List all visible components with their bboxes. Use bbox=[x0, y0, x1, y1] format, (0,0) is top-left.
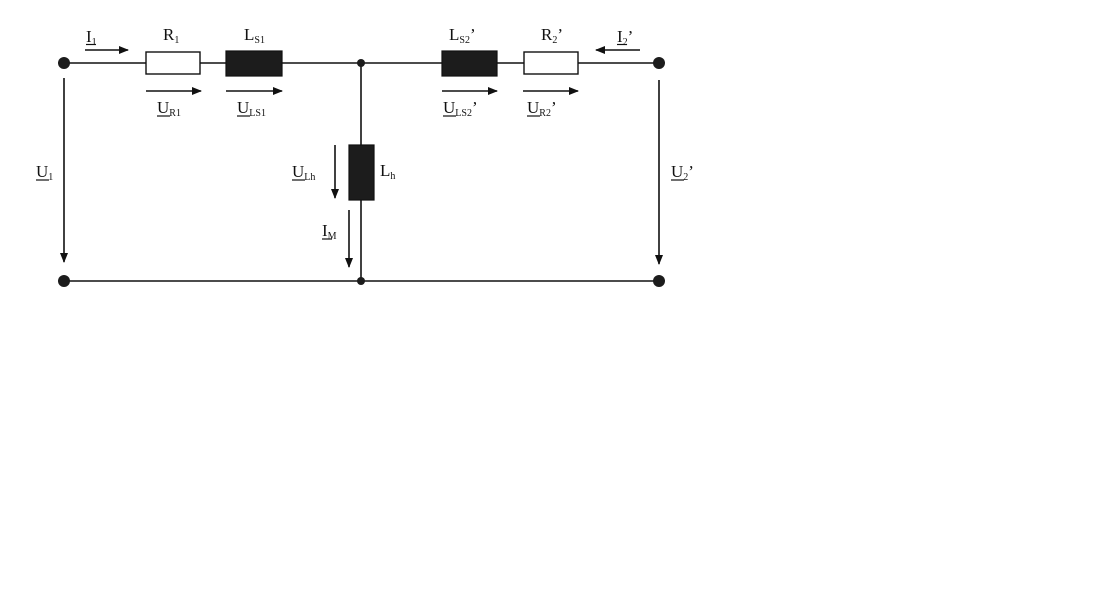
inductor-ls2 bbox=[441, 50, 498, 77]
svg-text:ULS1: ULS1 bbox=[237, 98, 266, 119]
label-ULS2: ULS2’ bbox=[443, 98, 478, 119]
svg-text:ULS2’: ULS2’ bbox=[443, 98, 478, 119]
label-R2: R2’ bbox=[541, 25, 563, 46]
label-U1: U1 bbox=[36, 162, 53, 183]
svg-text:R2’: R2’ bbox=[541, 25, 563, 46]
label-UR1: UR1 bbox=[157, 98, 181, 119]
label-I2: I2’ bbox=[617, 27, 633, 48]
label-I1: I1 bbox=[86, 27, 97, 48]
svg-text:Lh: Lh bbox=[380, 161, 395, 182]
label-Lh: Lh bbox=[380, 161, 395, 182]
arrows bbox=[60, 46, 663, 268]
svg-text:UR1: UR1 bbox=[157, 98, 181, 119]
svg-text:LS2’: LS2’ bbox=[449, 25, 476, 46]
node-bottom-left bbox=[58, 275, 70, 287]
label-R1: R1 bbox=[163, 25, 179, 46]
inductor-ls1 bbox=[225, 50, 283, 77]
node-top-right bbox=[653, 57, 665, 69]
svg-text:LS1: LS1 bbox=[244, 25, 265, 46]
label-ULh: ULh bbox=[292, 162, 315, 183]
svg-text:R1: R1 bbox=[163, 25, 179, 46]
node-bottom-middle bbox=[357, 277, 365, 285]
label-IM: IM bbox=[322, 221, 337, 242]
resistor-r1 bbox=[145, 51, 201, 75]
svg-text:U2’: U2’ bbox=[671, 162, 694, 183]
label-U2: U2’ bbox=[671, 162, 694, 183]
inductor-lh bbox=[348, 144, 375, 201]
node-bottom-right bbox=[653, 275, 665, 287]
svg-text:U1: U1 bbox=[36, 162, 53, 183]
label-LS1: LS1 bbox=[244, 25, 265, 46]
svg-text:ULh: ULh bbox=[292, 162, 315, 183]
resistor-r2 bbox=[523, 51, 579, 75]
label-ULS1: ULS1 bbox=[237, 98, 266, 119]
svg-text:UR2’: UR2’ bbox=[527, 98, 557, 119]
svg-text:IM: IM bbox=[322, 221, 337, 242]
svg-text:I2’: I2’ bbox=[617, 27, 633, 48]
label-UR2: UR2’ bbox=[527, 98, 557, 119]
label-LS2: LS2’ bbox=[449, 25, 476, 46]
node-top-left bbox=[58, 57, 70, 69]
node-top-middle bbox=[357, 59, 365, 67]
svg-text:I1: I1 bbox=[86, 27, 97, 48]
